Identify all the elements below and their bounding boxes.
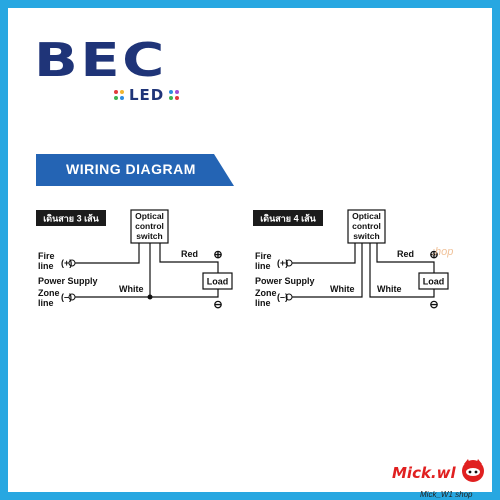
- minus-icon: ⊖: [429, 299, 438, 311]
- watermark-fragment: :hop: [432, 246, 454, 258]
- load-box: [418, 272, 449, 290]
- plus-icon: ⊕: [429, 249, 438, 261]
- fire-terminal-icon: [68, 259, 76, 267]
- switch-label-1: Optical: [352, 211, 381, 221]
- shop-name-text: Mick_W1 shop: [420, 490, 473, 499]
- red-label: Red: [181, 249, 198, 259]
- white-label: White: [330, 284, 355, 294]
- power-supply-label: Power Supply: [255, 276, 315, 286]
- zone-terminal-icon: [285, 293, 293, 301]
- white-label-2: White: [377, 284, 402, 294]
- load-label: Load: [423, 277, 445, 287]
- logo-main-text: BEC: [34, 33, 167, 87]
- banner-title: WIRING DIAGRAM: [66, 161, 196, 177]
- load-label: Load: [207, 277, 229, 287]
- optical-switch-box: [347, 209, 386, 244]
- zone-sign: (–): [61, 292, 72, 302]
- switch-label-3: switch: [353, 231, 379, 241]
- brand-logo: BEC LED: [34, 34, 194, 114]
- wiring-diagram-banner: WIRING DIAGRAM: [36, 154, 236, 186]
- banner-shape: [36, 154, 234, 186]
- fire-sign: (+): [277, 258, 288, 268]
- diagram-3-wire: เดินสาย 3 เส้น Optical control switch: [36, 209, 233, 311]
- fire-line-label-2: line: [255, 261, 271, 271]
- zone-line-label-2: line: [38, 298, 54, 308]
- variant-label-bg: [253, 210, 323, 226]
- zone-line-label-1: Zone: [38, 288, 60, 298]
- switch-label-3: switch: [136, 231, 162, 241]
- white-label: White: [119, 284, 144, 294]
- wiring-diagrams: เดินสาย 3 เส้น Optical control switch: [36, 209, 449, 311]
- logo-sub-text: LED: [129, 86, 165, 104]
- switch-label-1: Optical: [135, 211, 164, 221]
- junction-dot-icon: [147, 294, 153, 300]
- fire-line-label-2: line: [38, 261, 54, 271]
- mascot-icon: [462, 459, 484, 482]
- zone-line-label-1: Zone: [255, 288, 277, 298]
- diagram-4-wire: เดินสาย 4 เส้น Optical control switch Fi…: [253, 209, 449, 311]
- power-supply-label: Power Supply: [38, 276, 98, 286]
- led-dots-right-icon: [169, 90, 180, 100]
- minus-icon: ⊖: [213, 299, 222, 311]
- fire-sign: (+): [61, 258, 72, 268]
- zone-terminal-icon: [68, 293, 76, 301]
- switch-label-2: control: [352, 221, 381, 231]
- load-box: [202, 272, 233, 290]
- fire-line-label-1: Fire: [255, 251, 272, 261]
- zone-line-label-2: line: [255, 298, 271, 308]
- shop-logo-text: Mick.wl: [392, 464, 456, 482]
- fire-line-label-1: Fire: [38, 251, 55, 261]
- switch-label-2: control: [135, 221, 164, 231]
- zone-sign: (–): [277, 292, 288, 302]
- variant-label: เดินสาย 3 เส้น: [43, 214, 99, 224]
- logo-sub: LED: [114, 86, 180, 104]
- variant-label: เดินสาย 4 เส้น: [260, 214, 316, 224]
- red-label: Red: [397, 249, 414, 259]
- variant-label-bg: [36, 210, 106, 226]
- plus-icon: ⊕: [213, 249, 222, 261]
- led-dots-left-icon: [114, 90, 124, 100]
- fire-terminal-icon: [285, 259, 293, 267]
